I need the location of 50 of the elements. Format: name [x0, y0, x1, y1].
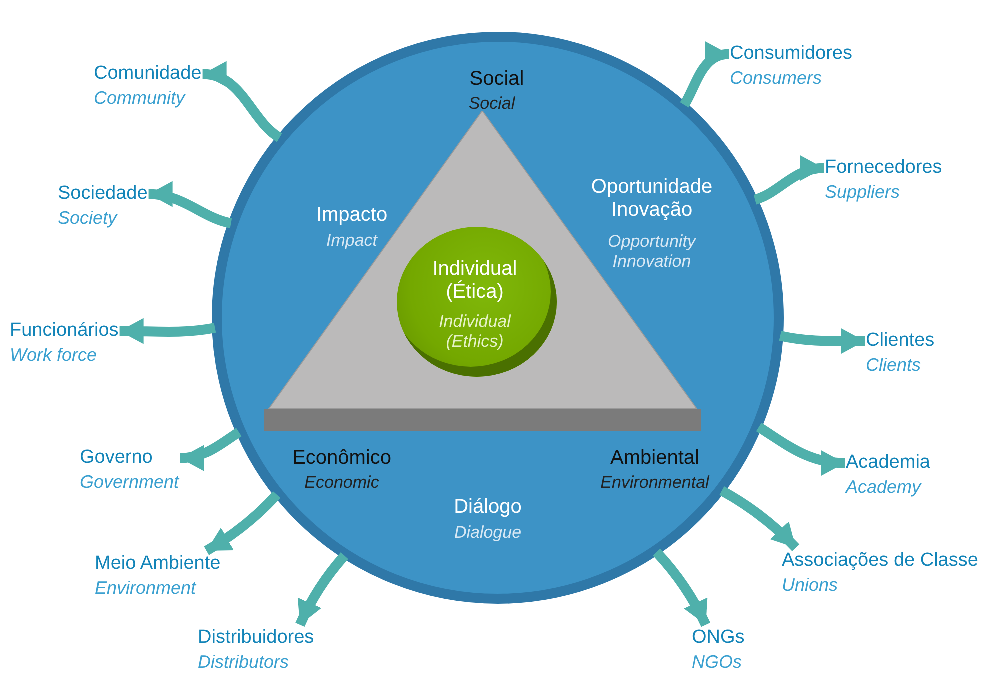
curved-arrow	[756, 423, 846, 476]
side-label: Impacto	[315, 204, 389, 227]
node-title: Diálogo	[453, 496, 523, 519]
translation-text: Dialogue	[453, 523, 523, 543]
translation-text: NGOs	[692, 650, 744, 674]
stakeholder-name: Sociedade	[58, 182, 148, 206]
translation-text: Academy	[846, 476, 923, 499]
curved-arrow	[779, 328, 866, 354]
translation-text: Society	[58, 206, 119, 230]
translation-text: Opportunity Innovation	[607, 232, 698, 272]
curved-arrow	[653, 548, 710, 628]
stakeholder-name: ONGs	[692, 626, 745, 650]
translation-text: Environmental	[600, 473, 711, 493]
side-label: Social	[468, 68, 526, 91]
translation-text: Individual (Ethics)	[438, 312, 512, 352]
translation-text: Clients	[866, 354, 922, 377]
curved-arrow	[296, 552, 348, 628]
stakeholder-name: Meio Ambiente	[95, 552, 221, 576]
translation-text: Consumers	[730, 66, 824, 90]
translation-text: Social	[468, 94, 516, 114]
side-label: Oportunidade Inovação	[590, 176, 714, 222]
curved-arrow	[148, 182, 232, 228]
stakeholder-name: Comunidade	[94, 62, 202, 86]
curved-arrow	[204, 491, 281, 556]
curved-arrow	[180, 428, 242, 470]
translation-text: Impact	[325, 231, 379, 251]
stakeholder-name: Distribuidores	[198, 626, 314, 650]
curved-arrow	[754, 156, 824, 205]
translation-text: Economic	[304, 473, 380, 493]
node-title: Individual (Ética)	[432, 258, 518, 304]
translation-text: Community	[94, 86, 187, 110]
stakeholder-name: Governo	[80, 446, 154, 470]
stakeholder-name: Funcionários	[10, 319, 119, 343]
stakeholder-name: Fornecedores	[825, 156, 942, 180]
translation-text: Work force	[10, 344, 98, 367]
stakeholder-name: Consumidores	[730, 42, 852, 66]
stakeholder-name: Clientes	[866, 329, 935, 353]
translation-text: Environment	[95, 576, 198, 600]
side-label: Econômico	[292, 447, 392, 470]
curved-arrow	[680, 44, 730, 108]
stakeholder-name: Associações de Classe	[782, 549, 978, 573]
side-label: Ambiental	[610, 447, 700, 470]
stakeholder-name: Academia	[846, 451, 930, 475]
curved-arrow	[202, 64, 283, 142]
translation-text: Suppliers	[825, 180, 902, 204]
curved-arrow	[720, 486, 800, 552]
translation-text: Government	[80, 470, 180, 494]
curved-arrow	[120, 318, 216, 344]
translation-text: Distributors	[198, 650, 290, 674]
translation-text: Unions	[782, 574, 840, 597]
